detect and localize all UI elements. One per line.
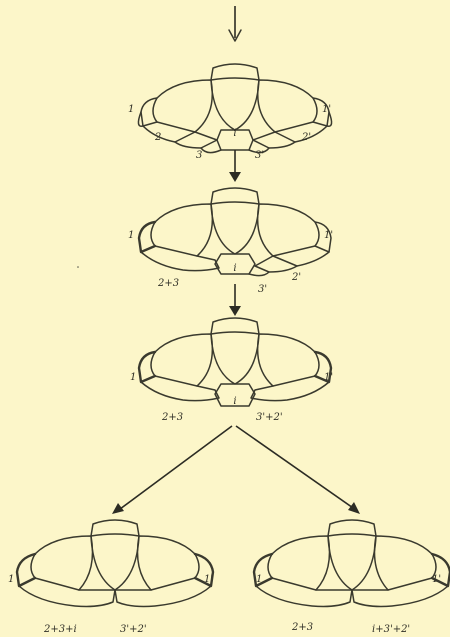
arrow-branch-left [112, 426, 232, 514]
s2-label-1: 1 [128, 230, 134, 241]
stage-4-right-figure [254, 520, 450, 607]
arrow-2-3 [229, 284, 241, 316]
s1-label-2: 2 [154, 132, 161, 143]
arrow-branch-right [236, 426, 360, 514]
s1-label-i: i [233, 128, 236, 139]
s2-label-23: 2+3 [157, 278, 179, 289]
s2-label-2p: 2' [291, 272, 301, 283]
s4r-label-1: 1 [256, 574, 262, 585]
s4l-label-3p2p: 3'+2' [120, 624, 147, 635]
s4r-label-23: 2+3 [291, 622, 313, 633]
s3-label-i: i [233, 396, 236, 407]
s1-label-1: 1 [128, 104, 134, 115]
s1-label-3p: 3' [255, 150, 264, 161]
arrow-top [229, 6, 241, 41]
s4l-label-1p: 1' [204, 574, 213, 585]
s3-label-1p: 1' [324, 372, 333, 383]
s2-label-i: i [233, 263, 236, 274]
arrow-1-2 [229, 150, 241, 182]
s2-label-1p: 1' [324, 230, 333, 241]
s1-label-1p: 1' [322, 104, 331, 115]
s4l-label-1: 1 [8, 574, 14, 585]
s3-label-23: 2+3 [161, 412, 183, 423]
s1-label-2p: 2' [301, 132, 311, 143]
s4r-label-1p: 1' [432, 574, 441, 585]
s4r-label-i3p2p: i+3'+2' [372, 624, 410, 635]
s2-label-3p: 3' [258, 284, 267, 295]
s3-label-1: 1 [130, 372, 136, 383]
s1-label-3: 3 [196, 150, 202, 161]
stage-4-left-figure [17, 520, 213, 607]
stage-3-figure [139, 318, 331, 406]
s3-label-3p2p: 3'+2' [256, 412, 283, 423]
speck [77, 266, 79, 268]
s4l-label-23i: 2+3+i [43, 624, 77, 635]
